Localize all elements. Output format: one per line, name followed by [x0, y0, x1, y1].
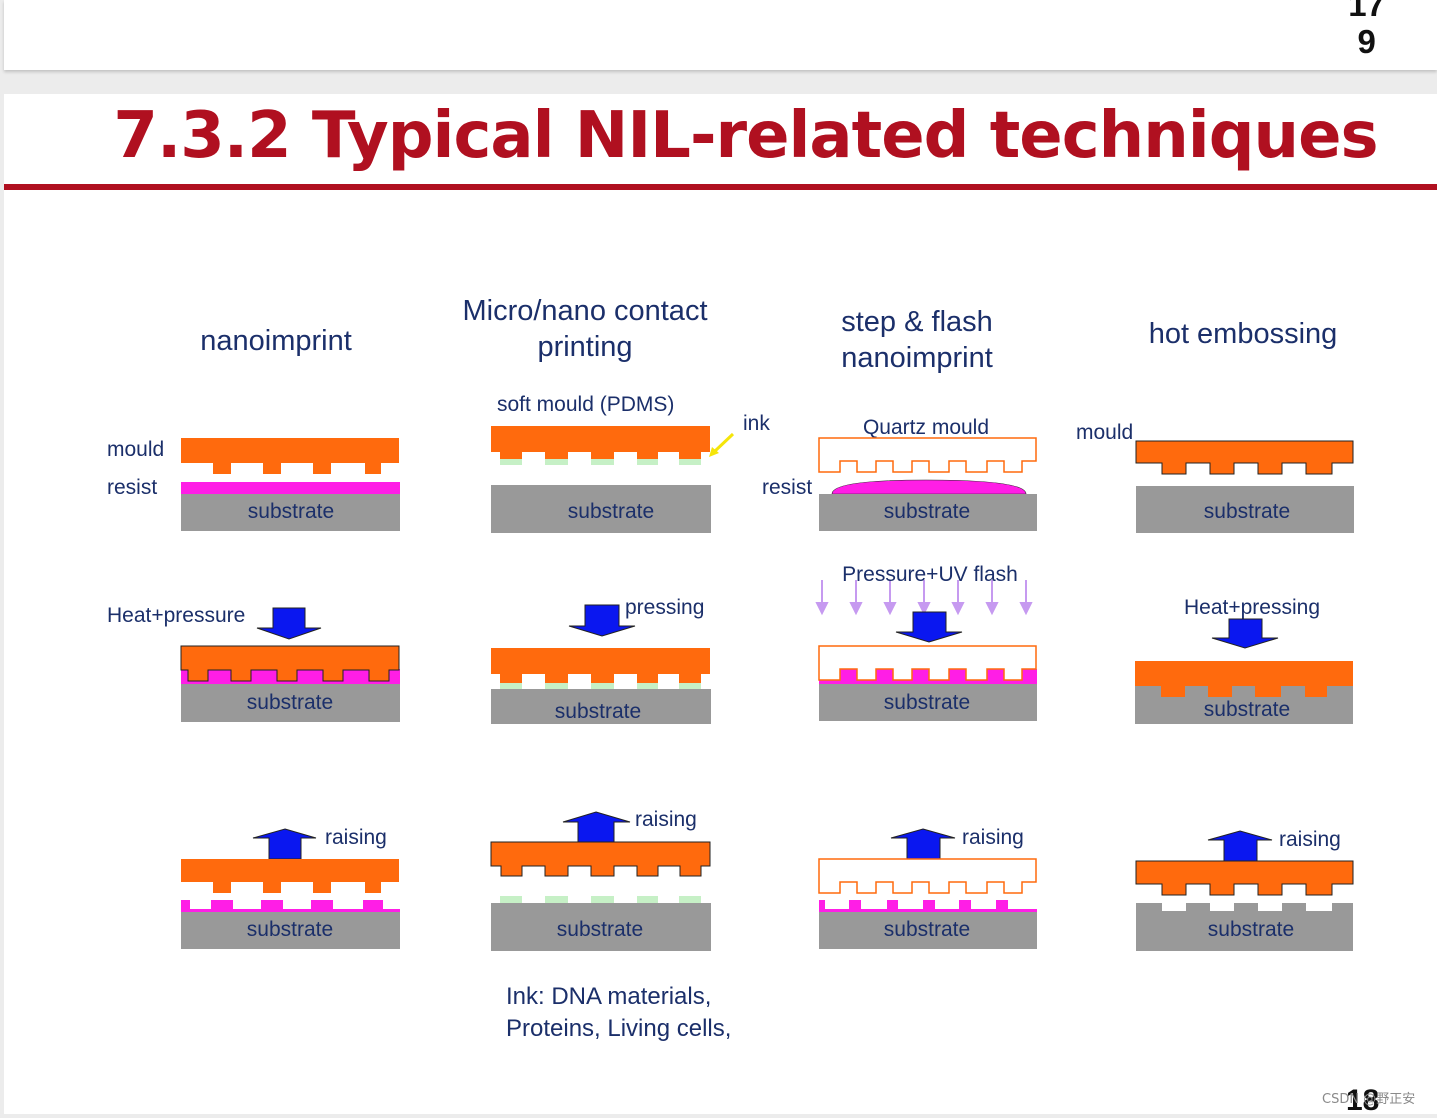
- embossing-step2-mould: [1135, 661, 1353, 697]
- substrate-label: substrate: [248, 500, 334, 523]
- soft-mould-label: soft mould (PDMS): [497, 393, 674, 416]
- heat-pressing-label: Heat+pressing: [1184, 596, 1320, 619]
- mould-label: mould: [1076, 421, 1133, 444]
- embossing-step1-substrate: [1136, 486, 1354, 533]
- heat-pressure-label: Heat+pressure: [107, 604, 245, 627]
- previous-slide: 17 9: [4, 0, 1437, 70]
- substrate-label: substrate: [247, 691, 333, 714]
- up-arrow-icon: [562, 811, 631, 843]
- contact-step2-substrate: [491, 689, 711, 724]
- quartz-mould-label: Quartz mould: [863, 416, 989, 439]
- ink-pointer-head: [709, 447, 719, 457]
- nanoimprint-step3-substrate: [181, 912, 400, 949]
- nanoimprint-step2-mould: [180, 645, 400, 682]
- title-nanoimprint: nanoimprint: [200, 325, 352, 357]
- substrate-label: substrate: [884, 918, 970, 941]
- contact-step1-ink: [500, 459, 701, 465]
- embossing-step3-substrate: [1136, 903, 1353, 951]
- up-arrow-icon: [1207, 830, 1273, 862]
- up-arrow-icon: [252, 828, 317, 860]
- stepflash-step3-resist: [819, 900, 1037, 913]
- nanoimprint-step1-substrate: [181, 494, 400, 531]
- substrate-label: substrate: [884, 691, 970, 714]
- substrate-label: substrate: [884, 500, 970, 523]
- title-contact-line2: printing: [537, 331, 632, 363]
- down-arrow-icon: [256, 607, 322, 640]
- resist-label: resist: [762, 476, 812, 499]
- nanoimprint-step1-resist: [181, 482, 400, 494]
- embossing-step1-mould: [1135, 440, 1354, 475]
- down-arrow-icon: [1211, 618, 1279, 649]
- stepflash-step1-substrate: [819, 494, 1037, 531]
- substrate-label: substrate: [557, 918, 643, 941]
- pressing-label: pressing: [625, 596, 704, 619]
- stepflash-step3-substrate: [819, 912, 1037, 949]
- nanoimprint-step3-mould: [181, 859, 399, 893]
- down-arrow-icon: [895, 611, 963, 643]
- ink-note-line1: Ink: DNA materials,: [506, 983, 711, 1010]
- stepflash-step2-substrate: [819, 684, 1037, 721]
- contact-step3-mould: [490, 841, 711, 877]
- slide: 7.3.2 Typical NIL-related techniques nan…: [4, 94, 1437, 1114]
- raising-label: raising: [1279, 828, 1341, 851]
- stepflash-step1-resist: [831, 479, 1027, 495]
- raising-label: raising: [635, 808, 697, 831]
- contact-step3-substrate: [491, 903, 711, 951]
- nanoimprint-step3-resist: [181, 900, 400, 913]
- down-arrow-icon: [568, 604, 636, 637]
- contact-step2-mould: [491, 648, 710, 683]
- substrate-label: substrate: [555, 700, 641, 723]
- stepflash-step2-mould: [818, 645, 1037, 681]
- nanoimprint-step2-substrate: [181, 684, 400, 722]
- title-contact-line1: Micro/nano contact: [462, 295, 707, 327]
- title-stepflash-line1: step & flash: [841, 306, 993, 338]
- contact-step1-mould: [491, 426, 710, 459]
- raising-label: raising: [962, 826, 1024, 849]
- substrate-label: substrate: [247, 918, 333, 941]
- previous-slide-number: 17 9: [1348, 0, 1385, 60]
- nanoimprint-step1-mould: [181, 438, 399, 474]
- stepflash-step1-mould: [818, 437, 1037, 473]
- embossing-step3-mould: [1135, 860, 1354, 896]
- title-rule: [4, 184, 1437, 190]
- title-stepflash-line2: nanoimprint: [841, 342, 993, 374]
- substrate-label: substrate: [1204, 500, 1290, 523]
- title-hot-embossing: hot embossing: [1149, 318, 1338, 350]
- uv-flash-arrows: [815, 580, 1033, 616]
- ink-pointer-arrow: [712, 432, 735, 454]
- up-arrow-icon: [890, 828, 956, 860]
- nil-techniques-diagram: nanoimprint Micro/nano contact printing …: [107, 295, 1354, 1042]
- resist-label: resist: [107, 476, 157, 499]
- substrate-label: substrate: [1204, 698, 1290, 721]
- ink-label: ink: [743, 412, 770, 435]
- mould-label: mould: [107, 438, 164, 461]
- csdn-watermark: CSDN @野正安: [1322, 1092, 1416, 1107]
- contact-step1-substrate: [491, 485, 711, 533]
- substrate-label: substrate: [1208, 918, 1294, 941]
- slide-page-number: 18: [1346, 1084, 1380, 1117]
- contact-step3-ink: [500, 896, 701, 903]
- pressure-uv-label: Pressure+UV flash: [842, 563, 1018, 586]
- contact-step2-ink: [500, 683, 701, 689]
- substrate-label: substrate: [568, 500, 654, 523]
- raising-label: raising: [325, 826, 387, 849]
- stepflash-step3-mould: [818, 858, 1037, 894]
- ink-note-line2: Proteins, Living cells,: [506, 1015, 731, 1042]
- slide-title: 7.3.2 Typical NIL-related techniques: [113, 99, 1378, 173]
